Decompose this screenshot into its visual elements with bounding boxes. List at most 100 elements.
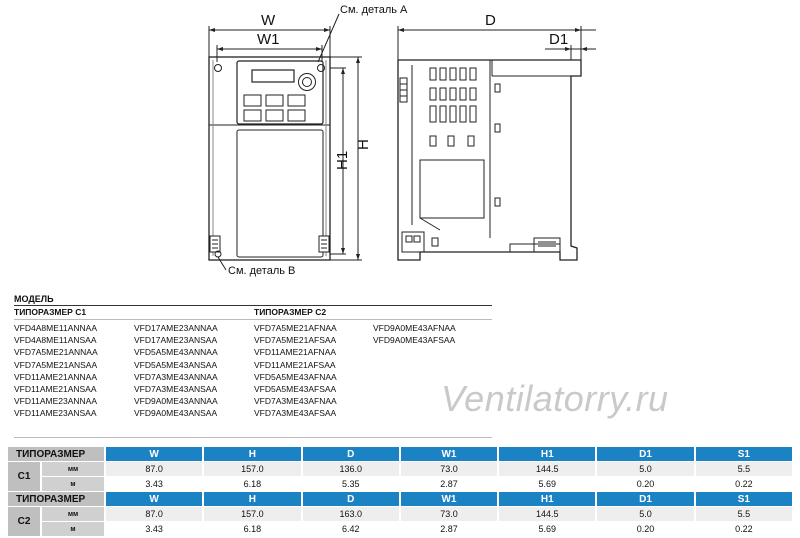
list-item: VFD5A5ME43ANSAA [134, 359, 218, 370]
header-w1: W1 [400, 492, 500, 507]
value-cell: 87.0 [106, 507, 205, 522]
list-item: VFD5A5ME43AFSAA [254, 384, 337, 395]
list-item: VFD7A5ME21ANSAA [14, 359, 98, 370]
model-column-4: VFD9A0ME43AFNAA VFD9A0ME43AFSAA [373, 322, 456, 346]
value-cell: 144.5 [499, 507, 598, 522]
header-h1: H1 [499, 492, 598, 507]
list-item: VFD7A3ME43ANNAA [134, 371, 218, 382]
dimension-drawing [208, 13, 596, 271]
header-d: D [302, 447, 401, 462]
dim-w-label: W [261, 12, 276, 29]
list-item: VFD7A5ME21AFNAA [254, 323, 337, 333]
list-item: VFD17AME23ANNAA [134, 323, 218, 333]
value-cell: 2.87 [400, 477, 500, 492]
value-cell: 157.0 [204, 462, 303, 477]
value-cell: 5.5 [695, 462, 794, 477]
list-item: VFD11AME21AFNAA [254, 347, 337, 358]
unit-cell: мм [42, 462, 106, 477]
header-d1: D1 [597, 492, 696, 507]
value-cell: 6.18 [204, 522, 303, 537]
value-cell: 5.35 [302, 477, 401, 492]
c2-heading: ТИПОРАЗМЕР С2 [254, 307, 327, 317]
value-cell: 6.18 [204, 477, 303, 492]
front-view [208, 13, 362, 271]
list-bottom-divider [14, 437, 492, 438]
list-item: VFD17AME23ANSAA [134, 335, 218, 346]
header-h: H [204, 492, 303, 507]
header-w: W [106, 447, 205, 462]
table-row: м 3.43 6.18 5.35 2.87 5.69 0.20 0.22 [8, 477, 794, 492]
value-cell: 73.0 [400, 462, 500, 477]
model-column-1: VFD4A8ME11ANNAA VFD4A8ME11ANSAA VFD7A5ME… [14, 322, 98, 420]
list-item: VFD7A3ME43AFNAA [254, 396, 337, 407]
value-cell: 5.69 [499, 477, 598, 492]
header-w1: W1 [400, 447, 500, 462]
value-cell: 3.43 [106, 477, 205, 492]
list-item: VFD9A0ME43AFSAA [373, 335, 456, 346]
value-cell: 5.0 [597, 462, 696, 477]
c1-heading: ТИПОРАЗМЕР С1 [14, 307, 87, 317]
value-cell: 0.22 [695, 522, 794, 537]
table-row: C2 мм 87.0 157.0 163.0 73.0 144.5 5.0 5.… [8, 507, 794, 537]
value-cell: 0.20 [597, 522, 696, 537]
header-d: D [302, 492, 401, 507]
list-item: VFD11AME21ANNAA [14, 371, 97, 382]
detail-b-note: См. деталь В [228, 265, 296, 277]
list-item: VFD9A0ME43ANSAA [134, 408, 218, 419]
value-cell: 136.0 [302, 462, 401, 477]
side-view [397, 26, 596, 261]
value-cell: 5.5 [695, 507, 794, 522]
table-row: м 3.43 6.18 6.42 2.87 5.69 0.20 0.22 [8, 522, 794, 537]
value-cell: 5.0 [597, 507, 696, 522]
watermark: Ventilatorry.ru [441, 378, 669, 419]
detail-a-note: См. деталь А [340, 4, 408, 16]
models-divider [14, 305, 492, 306]
list-item: VFD9A0ME43ANNAA [134, 396, 218, 407]
list-item: VFD7A5ME21ANNAA [14, 347, 98, 358]
table-header-row: ТИПОРАЗМЕР W H D W1 H1 D1 S1 [8, 492, 794, 507]
model-column-2: VFD17AME23ANNAA VFD17AME23ANSAA VFD5A5ME… [134, 322, 218, 420]
dimensions-table: ТИПОРАЗМЕР W H D W1 H1 D1 S1 C1 мм 87.0 … [8, 447, 794, 537]
table-row: C1 мм 87.0 157.0 136.0 73.0 144.5 5.0 5.… [8, 462, 794, 492]
value-cell: 3.43 [106, 522, 205, 537]
value-cell: 0.20 [597, 477, 696, 492]
header-h: H [204, 447, 303, 462]
model-column-3: VFD7A5ME21AFNAA VFD7A5ME21AFSAA VFD11AME… [254, 322, 337, 420]
header-s1: S1 [695, 492, 794, 507]
header-size: ТИПОРАЗМЕР [8, 447, 106, 462]
dim-d-label: D [485, 12, 496, 29]
list-item: VFD7A3ME43ANSAA [134, 384, 218, 395]
size-cell: C2 [8, 507, 42, 537]
size-cell: C1 [8, 462, 42, 492]
unit-cell: м [42, 477, 106, 492]
header-d1: D1 [597, 447, 696, 462]
value-cell: 5.69 [499, 522, 598, 537]
dim-d1-label: D1 [549, 31, 569, 48]
value-cell: 2.87 [400, 522, 500, 537]
value-cell: 6.42 [302, 522, 401, 537]
header-size: ТИПОРАЗМЕР [8, 492, 106, 507]
header-s1: S1 [695, 447, 794, 462]
list-item: VFD11AME23ANNAA [14, 396, 97, 407]
list-item: VFD9A0ME43AFNAA [373, 323, 456, 333]
header-w: W [106, 492, 205, 507]
list-item: VFD4A8ME11ANNAA [14, 323, 97, 333]
list-item: VFD11AME21AFSAA [254, 359, 336, 370]
value-cell: 73.0 [400, 507, 500, 522]
value-cell: 163.0 [302, 507, 401, 522]
list-item: VFD11AME21ANSAA [14, 384, 97, 395]
list-item: VFD5A5ME43AFNAA [254, 371, 337, 382]
value-cell: 0.22 [695, 477, 794, 492]
value-cell: 87.0 [106, 462, 205, 477]
unit-cell: мм [42, 507, 106, 522]
dim-h1-label: H1 [334, 150, 351, 170]
list-item: VFD11AME23ANSAA [14, 408, 97, 419]
header-h1: H1 [499, 447, 598, 462]
value-cell: 157.0 [204, 507, 303, 522]
list-item: VFD7A5ME21AFSAA [254, 335, 337, 346]
list-item: VFD5A5ME43ANNAA [134, 347, 218, 358]
unit-cell: м [42, 522, 106, 537]
list-item: VFD7A3ME43AFSAA [254, 408, 337, 419]
models-title: МОДЕЛЬ [14, 294, 54, 304]
list-item: VFD4A8ME11ANSAA [14, 335, 97, 346]
